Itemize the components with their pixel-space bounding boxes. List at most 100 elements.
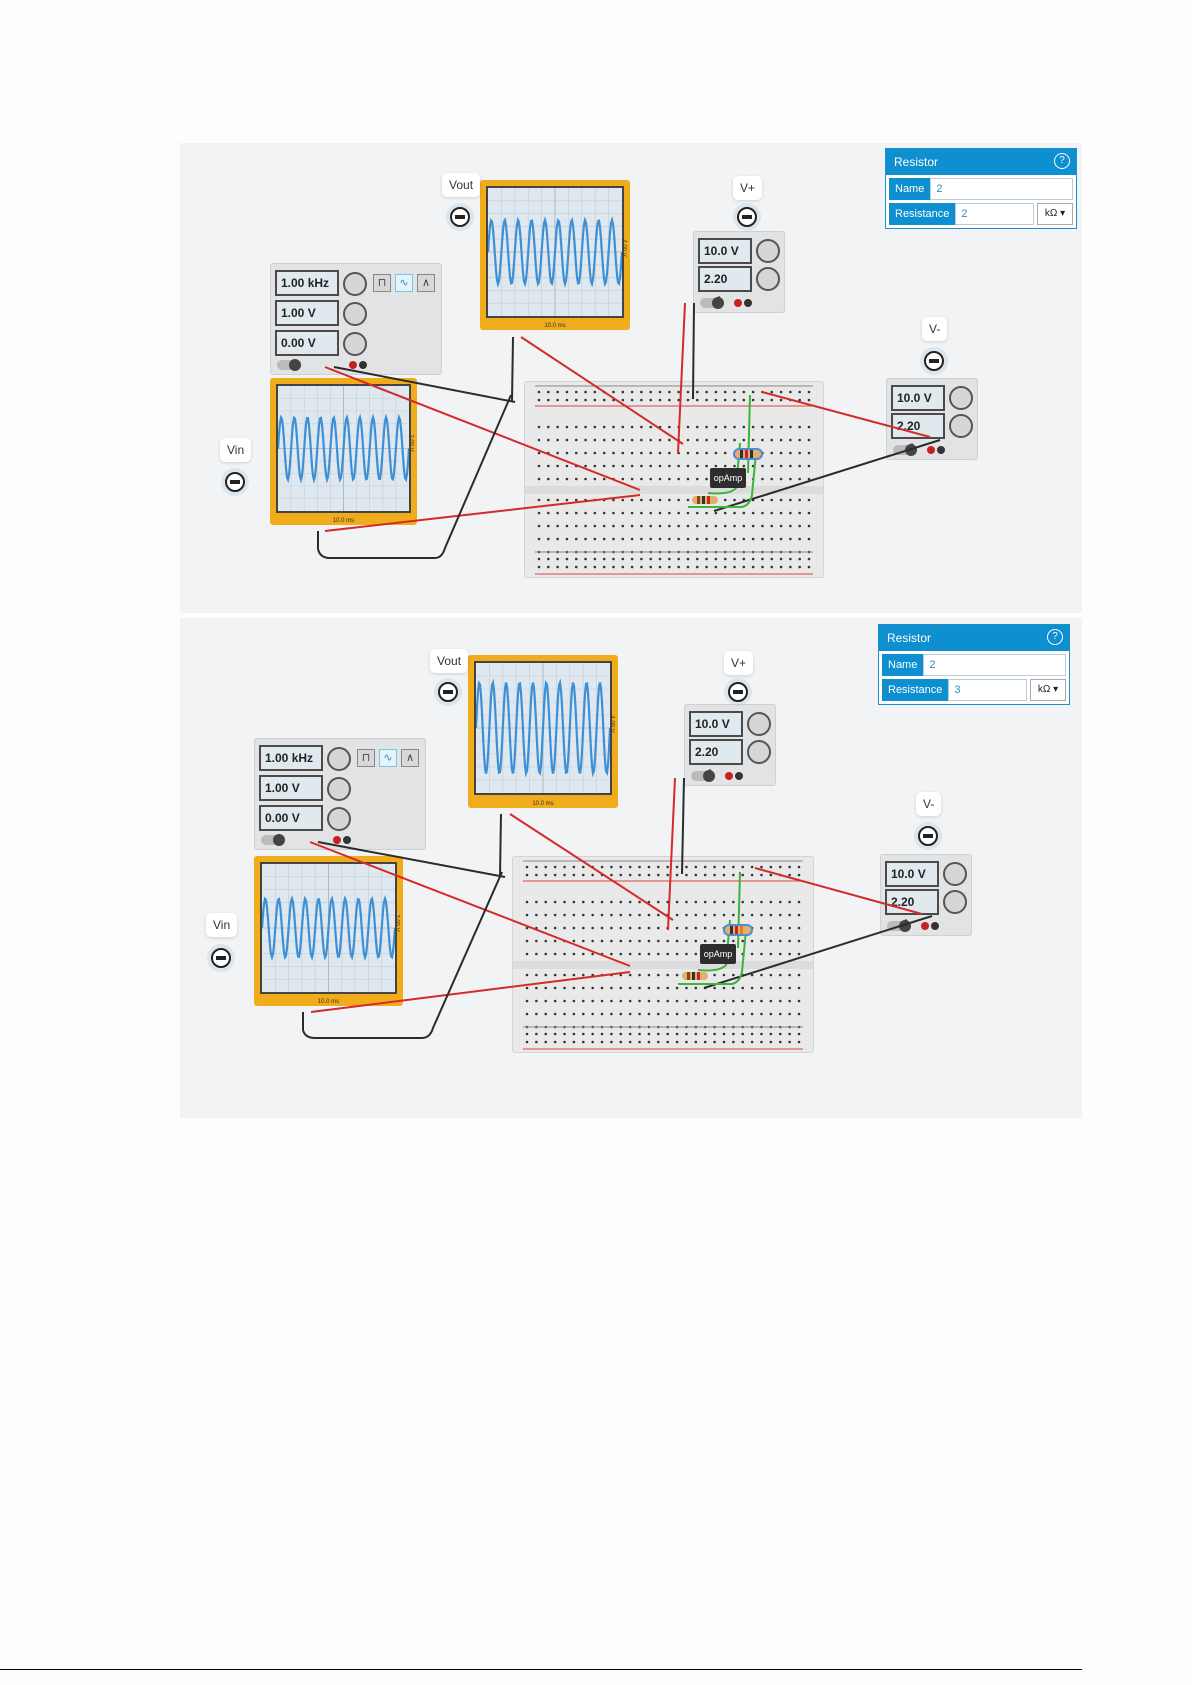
breadboard-hole[interactable] xyxy=(752,566,755,569)
breadboard-hole[interactable] xyxy=(789,512,792,515)
breadboard-hole[interactable] xyxy=(732,1000,735,1003)
breadboard-hole[interactable] xyxy=(629,901,632,904)
breadboard-hole[interactable] xyxy=(538,525,541,528)
breadboard-hole[interactable] xyxy=(666,874,669,877)
function-generator[interactable]: 1.00 kHz 1.00 V 0.00 V ⊓ ∿ ∧ xyxy=(270,263,442,375)
breadboard-hole[interactable] xyxy=(695,914,698,917)
positive-terminal[interactable] xyxy=(734,299,742,307)
breadboard-hole[interactable] xyxy=(575,499,578,502)
breadboard-hole[interactable] xyxy=(676,901,679,904)
breadboard-hole[interactable] xyxy=(798,1041,801,1044)
resistance-input[interactable]: 3 xyxy=(948,679,1027,701)
breadboard-hole[interactable] xyxy=(741,1041,744,1044)
breadboard-hole[interactable] xyxy=(638,940,641,943)
breadboard-hole[interactable] xyxy=(621,399,624,402)
breadboard-hole[interactable] xyxy=(732,866,735,869)
breadboard-hole[interactable] xyxy=(612,558,615,561)
breadboard-hole[interactable] xyxy=(715,465,718,468)
voltage-knob[interactable] xyxy=(943,862,967,886)
breadboard-hole[interactable] xyxy=(780,538,783,541)
breadboard-hole[interactable] xyxy=(649,558,652,561)
breadboard-hole[interactable] xyxy=(789,499,792,502)
breadboard-hole[interactable] xyxy=(619,1013,622,1016)
breadboard-hole[interactable] xyxy=(751,1013,754,1016)
breadboard-hole[interactable] xyxy=(584,566,587,569)
breadboard-hole[interactable] xyxy=(668,566,671,569)
breadboard-hole[interactable] xyxy=(687,499,690,502)
resistor-feedback[interactable] xyxy=(735,450,761,458)
breadboard-hole[interactable] xyxy=(760,987,763,990)
breadboard-hole[interactable] xyxy=(779,1000,782,1003)
breadboard-hole[interactable] xyxy=(696,512,699,515)
breadboard-hole[interactable] xyxy=(687,566,690,569)
breadboard-hole[interactable] xyxy=(629,987,632,990)
breadboard-hole[interactable] xyxy=(591,1013,594,1016)
breadboard-hole[interactable] xyxy=(741,974,744,977)
breadboard-hole[interactable] xyxy=(780,391,783,394)
breadboard-hole[interactable] xyxy=(668,426,671,429)
breadboard-hole[interactable] xyxy=(547,478,550,481)
breadboard-hole[interactable] xyxy=(563,1000,566,1003)
breadboard-hole[interactable] xyxy=(780,439,783,442)
breadboard-hole[interactable] xyxy=(713,1033,716,1036)
breadboard-hole[interactable] xyxy=(554,940,557,943)
breadboard-hole[interactable] xyxy=(798,927,801,930)
breadboard-hole[interactable] xyxy=(554,874,557,877)
breadboard-hole[interactable] xyxy=(685,901,688,904)
breadboard-hole[interactable] xyxy=(704,874,707,877)
breadboard-hole[interactable] xyxy=(603,538,606,541)
breadboard-hole[interactable] xyxy=(808,512,811,515)
breadboard-hole[interactable] xyxy=(770,566,773,569)
breadboard-hole[interactable] xyxy=(638,866,641,869)
breadboard-hole[interactable] xyxy=(761,512,764,515)
breadboard-hole[interactable] xyxy=(573,1033,576,1036)
breadboard-hole[interactable] xyxy=(798,558,801,561)
breadboard-hole[interactable] xyxy=(603,426,606,429)
breadboard-hole[interactable] xyxy=(547,499,550,502)
breadboard-hole[interactable] xyxy=(657,914,660,917)
sine-wave-button[interactable]: ∿ xyxy=(395,274,413,292)
breadboard-hole[interactable] xyxy=(601,901,604,904)
breadboard-hole[interactable] xyxy=(770,874,773,877)
breadboard-hole[interactable] xyxy=(741,953,744,956)
breadboard-hole[interactable] xyxy=(704,866,707,869)
resistor-feedback[interactable] xyxy=(725,926,751,934)
breadboard-hole[interactable] xyxy=(770,452,773,455)
breadboard-hole[interactable] xyxy=(798,953,801,956)
breadboard-hole[interactable] xyxy=(704,914,707,917)
breadboard-hole[interactable] xyxy=(705,465,708,468)
breadboard-hole[interactable] xyxy=(640,512,643,515)
breadboard-hole[interactable] xyxy=(601,940,604,943)
breadboard-hole[interactable] xyxy=(705,439,708,442)
breadboard-hole[interactable] xyxy=(621,512,624,515)
breadboard-hole[interactable] xyxy=(638,874,641,877)
breadboard-hole[interactable] xyxy=(715,391,718,394)
breadboard-hole[interactable] xyxy=(573,1041,576,1044)
voltage-knob[interactable] xyxy=(756,239,780,263)
breadboard-hole[interactable] xyxy=(788,953,791,956)
breadboard-hole[interactable] xyxy=(657,1013,660,1016)
breadboard-hole[interactable] xyxy=(556,566,559,569)
circuit-canvas-2[interactable]: Resistor ? Name 2 Resistance 3 kΩ ▾ Vout… xyxy=(180,618,1082,1118)
breadboard-hole[interactable] xyxy=(741,914,744,917)
breadboard-hole[interactable] xyxy=(610,1041,613,1044)
breadboard-hole[interactable] xyxy=(705,525,708,528)
breadboard-hole[interactable] xyxy=(751,927,754,930)
function-generator[interactable]: 1.00 kHz 1.00 V 0.00 V ⊓ ∿ ∧ xyxy=(254,738,426,850)
breadboard-hole[interactable] xyxy=(610,1013,613,1016)
breadboard-hole[interactable] xyxy=(695,927,698,930)
breadboard-hole[interactable] xyxy=(779,1041,782,1044)
breadboard-hole[interactable] xyxy=(687,512,690,515)
breadboard-hole[interactable] xyxy=(659,538,662,541)
breadboard-hole[interactable] xyxy=(584,391,587,394)
breadboard-hole[interactable] xyxy=(619,927,622,930)
breadboard-hole[interactable] xyxy=(685,1000,688,1003)
breadboard-hole[interactable] xyxy=(566,426,569,429)
breadboard-hole[interactable] xyxy=(584,538,587,541)
breadboard-hole[interactable] xyxy=(695,1013,698,1016)
breadboard-hole[interactable] xyxy=(705,538,708,541)
breadboard-hole[interactable] xyxy=(770,1033,773,1036)
breadboard-hole[interactable] xyxy=(612,525,615,528)
breadboard-hole[interactable] xyxy=(788,1013,791,1016)
breadboard-hole[interactable] xyxy=(723,1000,726,1003)
